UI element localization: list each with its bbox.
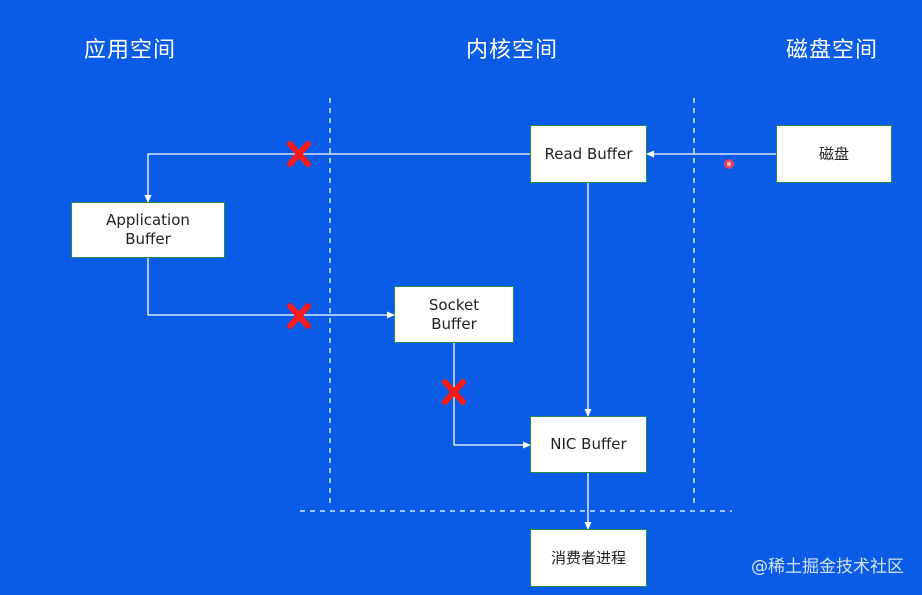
- socket-buffer-label: Socket Buffer: [428, 295, 480, 333]
- consumer-process-box: 消费者进程: [530, 529, 647, 587]
- nic-buffer-label: NIC Buffer: [550, 435, 627, 453]
- read-buffer-box: Read Buffer: [530, 125, 647, 183]
- socket-buffer-box: Socket Buffer: [394, 286, 514, 343]
- watermark: @稀土掘金技术社区: [751, 557, 904, 577]
- app-space-title: 应用空间: [84, 38, 177, 63]
- pointer-dot: [724, 159, 734, 169]
- disk-label: 磁盘: [818, 144, 849, 163]
- cross-mark-socket-to-nic: [442, 379, 466, 405]
- cross-mark-read-to-app: [287, 141, 311, 167]
- cross-mark-app-to-socket: [287, 303, 311, 329]
- arrow-read-buffer-to-application-buffer: [144, 153, 530, 203]
- arrow-application-buffer-to-socket-buffer: [147, 258, 395, 319]
- kernel-space-title: 内核空间: [466, 38, 559, 63]
- nic-buffer-box: NIC Buffer: [530, 416, 647, 473]
- disk-space-title: 磁盘空间: [786, 38, 879, 63]
- read-buffer-label: Read Buffer: [544, 144, 633, 163]
- arrow-socket-buffer-to-nic-buffer: [453, 343, 531, 449]
- disk-box: 磁盘: [776, 125, 892, 183]
- consumer-process-label: 消费者进程: [550, 548, 626, 567]
- application-buffer-box: Application Buffer: [71, 202, 225, 258]
- application-buffer-label: Application Buffer: [106, 211, 190, 248]
